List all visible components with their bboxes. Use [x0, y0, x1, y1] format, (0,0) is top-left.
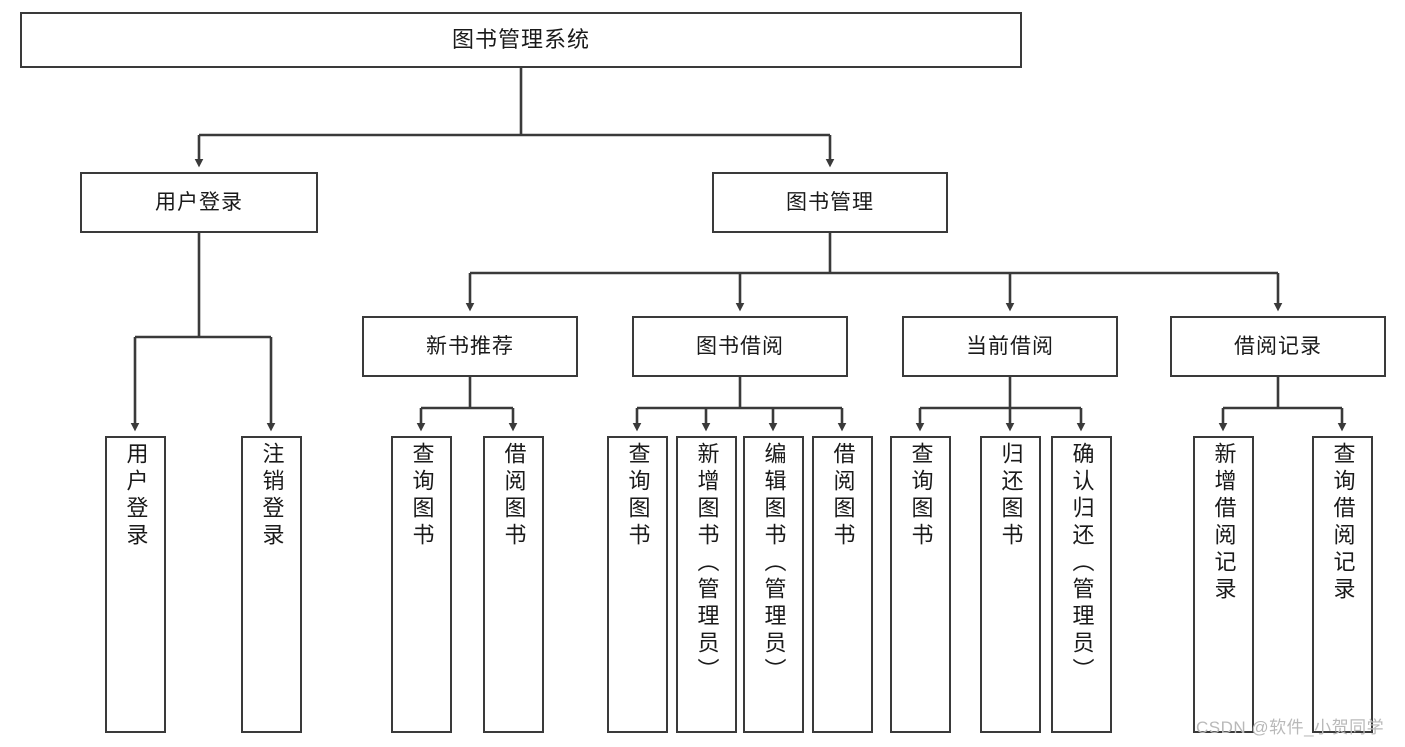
watermark: CSDN @软件_小贺同学	[1196, 718, 1385, 737]
node-label: 编辑图书（管理员）	[761, 442, 787, 685]
leaf-recommend-query-book[interactable]: 查询图书	[391, 436, 452, 733]
leaf-borrow-borrow-book[interactable]: 借阅图书	[812, 436, 873, 733]
node-label: 新书推荐	[426, 334, 514, 358]
node-label: 用户登录	[123, 442, 149, 550]
node-label: 新增借阅记录	[1211, 442, 1237, 604]
leaf-user-login-logout[interactable]: 注销登录	[241, 436, 302, 733]
node-label: 归还图书	[998, 442, 1024, 550]
node-root-system[interactable]: 图书管理系统	[20, 12, 1022, 68]
node-label: 注销登录	[259, 442, 285, 550]
node-label: 查询图书	[625, 442, 651, 550]
leaf-current-return-book[interactable]: 归还图书	[980, 436, 1041, 733]
leaf-record-query-record[interactable]: 查询借阅记录	[1312, 436, 1373, 733]
leaf-current-query-book[interactable]: 查询图书	[890, 436, 951, 733]
node-label: 查询图书	[908, 442, 934, 550]
node-label: 借阅图书	[501, 442, 527, 550]
node-book-borrow[interactable]: 图书借阅	[632, 316, 848, 377]
node-user-login[interactable]: 用户登录	[80, 172, 318, 233]
node-label: 查询图书	[409, 442, 435, 550]
node-label: 图书借阅	[696, 334, 784, 358]
node-label: 借阅图书	[830, 442, 856, 550]
leaf-user-login-login[interactable]: 用户登录	[105, 436, 166, 733]
node-label: 图书管理系统	[451, 26, 590, 52]
node-current-borrow[interactable]: 当前借阅	[902, 316, 1118, 377]
node-label: 当前借阅	[966, 334, 1054, 358]
leaf-borrow-edit-book-admin[interactable]: 编辑图书（管理员）	[743, 436, 804, 733]
node-label: 新增图书（管理员）	[694, 442, 720, 685]
node-label: 用户登录	[155, 190, 243, 214]
node-label: 确认归还（管理员）	[1069, 442, 1095, 685]
node-new-book-recommend[interactable]: 新书推荐	[362, 316, 578, 377]
node-label: 借阅记录	[1234, 334, 1322, 358]
leaf-borrow-add-book-admin[interactable]: 新增图书（管理员）	[676, 436, 737, 733]
leaf-current-confirm-return-admin[interactable]: 确认归还（管理员）	[1051, 436, 1112, 733]
leaf-record-add-record[interactable]: 新增借阅记录	[1193, 436, 1254, 733]
leaf-borrow-query-book[interactable]: 查询图书	[607, 436, 668, 733]
node-borrow-record[interactable]: 借阅记录	[1170, 316, 1386, 377]
leaf-recommend-borrow-book[interactable]: 借阅图书	[483, 436, 544, 733]
node-book-management[interactable]: 图书管理	[712, 172, 948, 233]
node-label: 图书管理	[786, 190, 874, 214]
node-label: 查询借阅记录	[1330, 442, 1356, 604]
